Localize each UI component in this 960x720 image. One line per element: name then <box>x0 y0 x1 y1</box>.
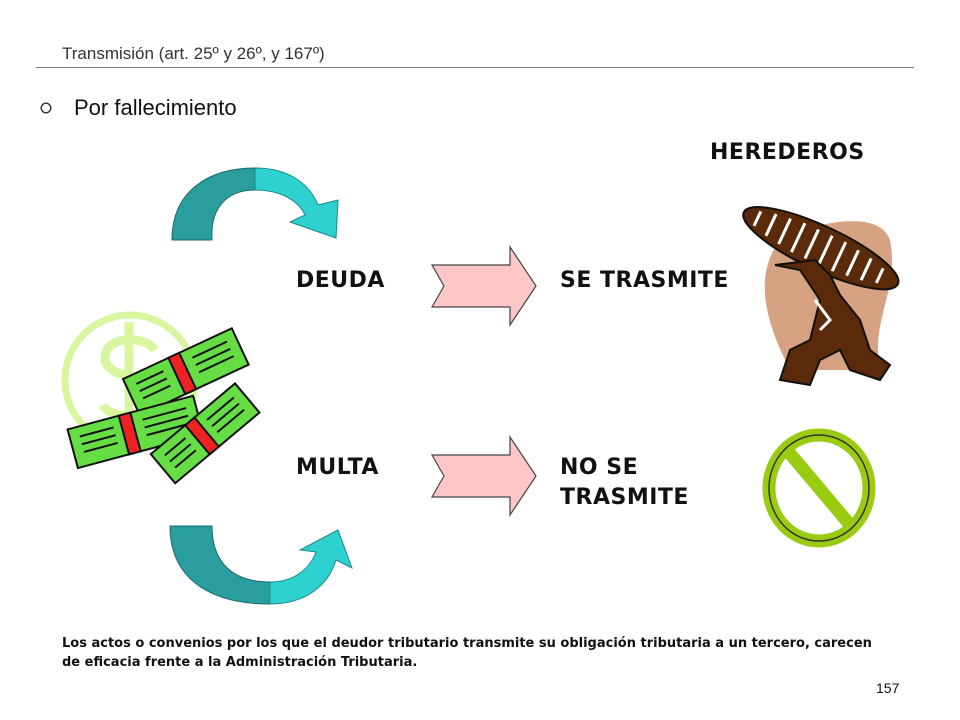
se-trasmite-label: SE TRASMITE <box>560 268 729 293</box>
prohibition-icon <box>762 428 876 548</box>
page-number: 157 <box>876 680 900 696</box>
footnote-text: Los actos o convenios por los que el deu… <box>62 636 872 670</box>
no-se-label: NO SE <box>560 455 639 480</box>
curved-arrow-top-icon <box>171 167 339 241</box>
multa-label: MULTA <box>296 455 379 480</box>
bullet-text: Por fallecimiento <box>74 95 237 120</box>
curved-arrow-bottom-icon <box>169 525 353 605</box>
trasmite-label: TRASMITE <box>560 485 689 510</box>
block-arrow-right-1-icon <box>430 245 537 327</box>
block-arrow-right-2-icon <box>430 435 537 517</box>
title-divider <box>36 67 914 68</box>
slide-title: Transmisión (art. 25º y 26º, y 167º) <box>62 44 325 63</box>
deuda-label: DEUDA <box>296 268 385 293</box>
herederos-label: HEREDEROS <box>710 140 865 165</box>
person-carrying-weight-clipart <box>742 206 900 387</box>
money-stack-clipart <box>61 311 261 485</box>
bullet-icon <box>40 102 52 114</box>
